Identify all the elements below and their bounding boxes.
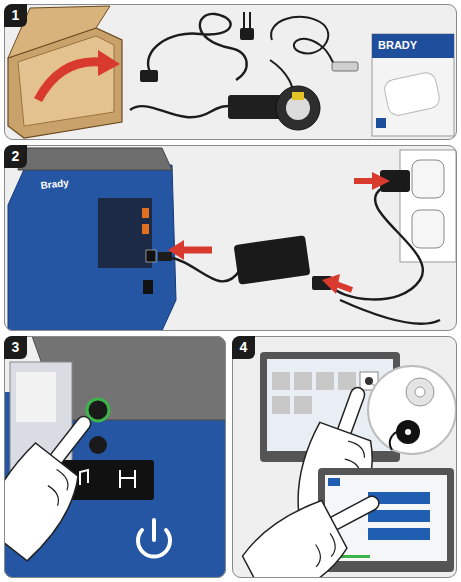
roll-core <box>405 429 411 435</box>
socket <box>412 160 444 198</box>
usb-cable <box>271 17 335 66</box>
hand <box>4 401 122 563</box>
menu-button <box>368 510 430 522</box>
power-cord <box>330 188 423 299</box>
power-icon <box>152 520 156 540</box>
socket <box>412 210 444 248</box>
panel-background <box>4 4 457 140</box>
arrow-head <box>98 50 120 76</box>
arrow-head <box>322 274 340 294</box>
port <box>142 208 149 218</box>
bag-header <box>372 34 454 58</box>
zoom-circle <box>368 366 456 454</box>
arrow-head <box>168 240 184 260</box>
menu-tile <box>272 372 290 390</box>
palm <box>4 442 90 563</box>
hand <box>236 475 398 578</box>
knuckles <box>305 533 341 567</box>
cord-plug <box>140 70 158 82</box>
adapter-cord <box>130 106 230 117</box>
power-port <box>146 250 156 262</box>
insert-arrow <box>336 284 352 290</box>
ribbon-tail <box>390 432 396 450</box>
usb-connector <box>332 62 358 71</box>
plug-prongs <box>244 12 250 30</box>
menu-tile <box>294 372 312 390</box>
slot-icons <box>80 470 135 488</box>
port <box>143 280 153 294</box>
touchscreen-scene <box>236 352 456 578</box>
connect-power-scene <box>8 148 456 331</box>
label-roll <box>16 372 56 422</box>
port <box>142 224 149 234</box>
palm <box>236 498 354 578</box>
tile-icon <box>365 377 373 385</box>
product-bag <box>372 34 454 136</box>
adapter-cable <box>168 257 240 281</box>
menu-tile <box>294 396 312 414</box>
printer-top <box>18 148 172 170</box>
spool-tag <box>292 92 304 100</box>
bag-item <box>383 71 441 117</box>
menu-tile <box>316 372 334 390</box>
bag-icon <box>376 118 386 128</box>
screen-header <box>328 478 340 486</box>
printer-body <box>8 165 176 331</box>
menu-tile <box>338 372 356 390</box>
wall-plug <box>240 28 254 40</box>
power-cord <box>148 14 247 80</box>
ribbon-spool <box>276 86 320 130</box>
roll-core <box>415 387 425 397</box>
box-flap <box>8 6 110 58</box>
unboxing-scene <box>8 6 454 138</box>
ribbon-roll-icon <box>396 420 420 444</box>
secondary-button <box>89 436 107 454</box>
power-adapter <box>234 235 311 285</box>
menu-button <box>368 528 430 540</box>
knuckles <box>39 469 75 505</box>
power-on-scene <box>4 336 226 578</box>
insert-arrow <box>182 247 212 254</box>
power-button <box>87 399 109 421</box>
dc-plug <box>158 252 172 261</box>
side-panel <box>98 198 152 268</box>
unpack-arrow <box>38 62 102 100</box>
label-roll-icon <box>406 378 434 406</box>
power-cord <box>340 300 440 324</box>
menu-tile <box>272 396 290 414</box>
